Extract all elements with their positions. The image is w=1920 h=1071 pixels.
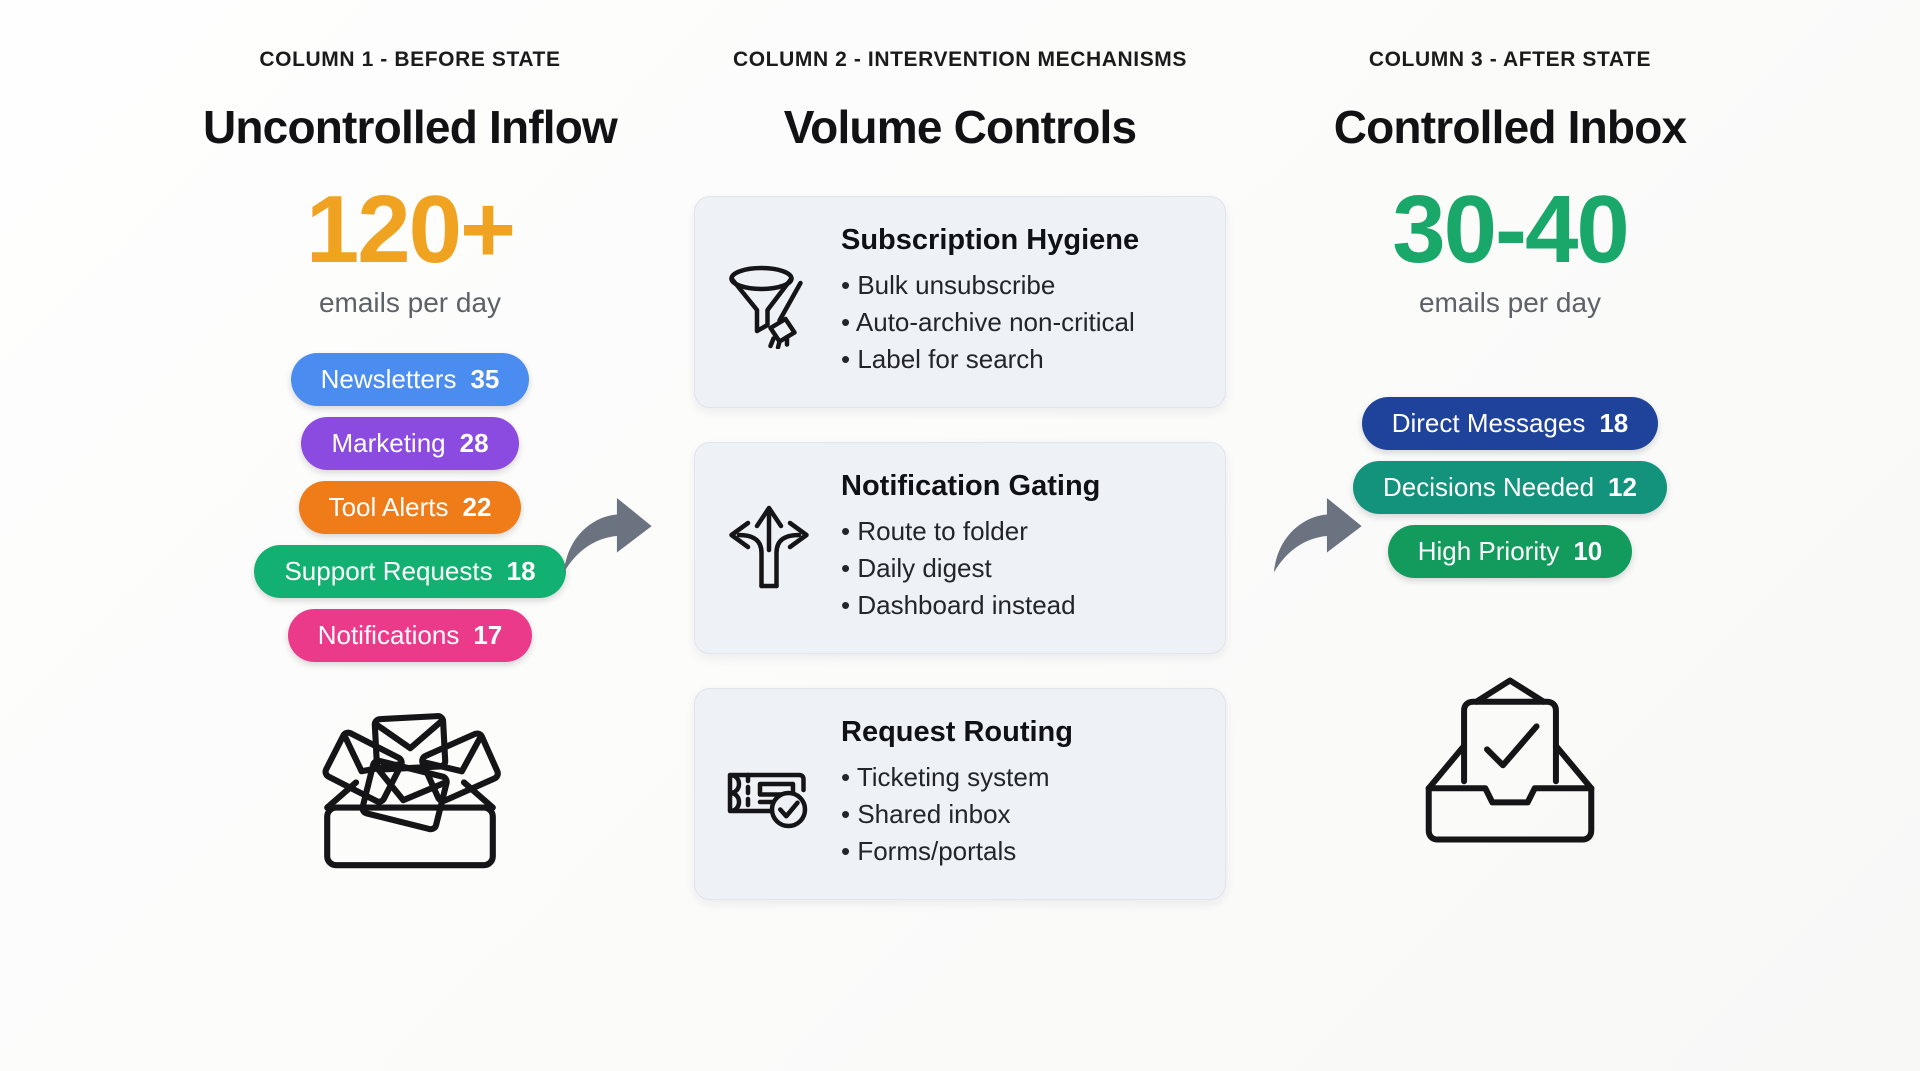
pill-decisions-needed[interactable]: Decisions Needed 12 — [1353, 460, 1667, 514]
column-2-title: Volume Controls — [783, 101, 1137, 153]
flow-arrow-2 — [1262, 481, 1372, 591]
pill-direct-messages[interactable]: Direct Messages 18 — [1361, 396, 1659, 450]
pill-label: High Priority — [1417, 535, 1560, 566]
card-notification-gating[interactable]: Notification Gating Route to folder Dail… — [694, 442, 1226, 654]
card-3-title: Request Routing — [841, 716, 1073, 749]
after-metric-value: 30-40 — [1392, 176, 1630, 283]
card-1-body: Subscription Hygiene Bulk unsubscribe Au… — [841, 224, 1199, 378]
curved-arrow-icon — [1274, 497, 1362, 572]
tidy-inbox-illustration — [1404, 670, 1616, 850]
column-after-state: COLUMN 3 - AFTER STATE Controlled Inbox … — [1240, 0, 1780, 850]
column-1-kicker: COLUMN 1 - BEFORE STATE — [259, 48, 561, 71]
card-3-icon-slot — [717, 745, 821, 841]
card-1-bullet-2: Auto-archive non-critical — [841, 304, 1199, 341]
pill-label: Decisions Needed — [1383, 471, 1595, 502]
pill-tool-alerts[interactable]: Tool Alerts 22 — [298, 480, 522, 534]
card-3-bullet-2: Shared inbox — [841, 796, 1199, 833]
pill-count: 18 — [1599, 407, 1629, 438]
after-category-pill-list: Direct Messages 18 Decisions Needed 12 H… — [1353, 396, 1667, 578]
card-1-icon-slot — [717, 253, 821, 349]
three-way-arrow-icon — [729, 505, 809, 589]
card-2-bullet-2: Daily digest — [841, 550, 1199, 587]
column-3-kicker: COLUMN 3 - AFTER STATE — [1368, 48, 1652, 71]
before-metric-block: 120+ emails per day — [305, 176, 516, 319]
pill-label: Notifications — [317, 619, 460, 650]
pill-count: 28 — [459, 427, 489, 458]
before-metric-caption: emails per day — [318, 286, 502, 318]
pill-count: 18 — [506, 555, 536, 586]
pill-label: Marketing — [331, 427, 446, 458]
pill-count: 35 — [470, 363, 500, 394]
card-2-icon-slot — [717, 499, 821, 595]
card-2-title: Notification Gating — [841, 470, 1101, 503]
column-3-title: Controlled Inbox — [1333, 101, 1687, 153]
overflowing-inbox-envelopes-icon — [322, 712, 501, 869]
tidy-inbox-check-icon — [1425, 677, 1595, 843]
card-3-bullet-3: Forms/portals — [841, 833, 1199, 870]
card-1-bullet-3: Label for search — [841, 341, 1199, 378]
mechanism-card-list: Subscription Hygiene Bulk unsubscribe Au… — [694, 196, 1226, 900]
curved-arrow-icon — [564, 497, 652, 572]
pill-high-priority[interactable]: High Priority 10 — [1387, 524, 1633, 578]
pill-count: 10 — [1573, 535, 1603, 566]
pill-label: Direct Messages — [1391, 407, 1586, 438]
after-metric-caption: emails per day — [1418, 286, 1602, 318]
pill-support-requests[interactable]: Support Requests 18 — [254, 544, 566, 598]
card-2-bullet-3: Dashboard instead — [841, 587, 1199, 624]
overflowing-inbox-illustration — [300, 696, 520, 876]
card-1-bullet-1: Bulk unsubscribe — [841, 267, 1199, 304]
funnel-broom-icon — [729, 265, 803, 349]
flow-arrow-1 — [552, 481, 662, 591]
pill-notifications[interactable]: Notifications 17 — [287, 608, 533, 662]
card-request-routing[interactable]: Request Routing Ticketing system Shared … — [694, 688, 1226, 900]
pill-count: 17 — [473, 619, 503, 650]
pill-marketing[interactable]: Marketing 28 — [301, 416, 519, 470]
column-2-kicker: COLUMN 2 - INTERVENTION MECHANISMS — [732, 48, 1188, 71]
pill-count: 12 — [1608, 471, 1637, 502]
card-subscription-hygiene[interactable]: Subscription Hygiene Bulk unsubscribe Au… — [694, 196, 1226, 408]
card-3-body: Request Routing Ticketing system Shared … — [841, 716, 1199, 870]
pill-count: 22 — [462, 491, 492, 522]
card-3-bullet-1: Ticketing system — [841, 759, 1199, 796]
before-category-pill-list: Newsletters 35 Marketing 28 Tool Alerts … — [254, 352, 566, 662]
column-before-state: COLUMN 1 - BEFORE STATE Uncontrolled Inf… — [140, 0, 680, 876]
pill-newsletters[interactable]: Newsletters 35 — [290, 352, 530, 406]
column-1-title: Uncontrolled Inflow — [202, 101, 618, 153]
pill-label: Tool Alerts — [328, 491, 449, 522]
before-metric-value: 120+ — [305, 176, 516, 283]
card-2-bullet-1: Route to folder — [841, 513, 1199, 550]
card-2-body: Notification Gating Route to folder Dail… — [841, 470, 1199, 624]
ticket-check-icon — [727, 772, 808, 829]
pill-label: Newsletters — [320, 363, 457, 394]
column-intervention-mechanisms: COLUMN 2 - INTERVENTION MECHANISMS Volum… — [680, 0, 1240, 900]
card-1-title: Subscription Hygiene — [841, 224, 1140, 257]
pill-label: Support Requests — [284, 555, 493, 586]
after-metric-block: 30-40 emails per day — [1392, 176, 1630, 319]
